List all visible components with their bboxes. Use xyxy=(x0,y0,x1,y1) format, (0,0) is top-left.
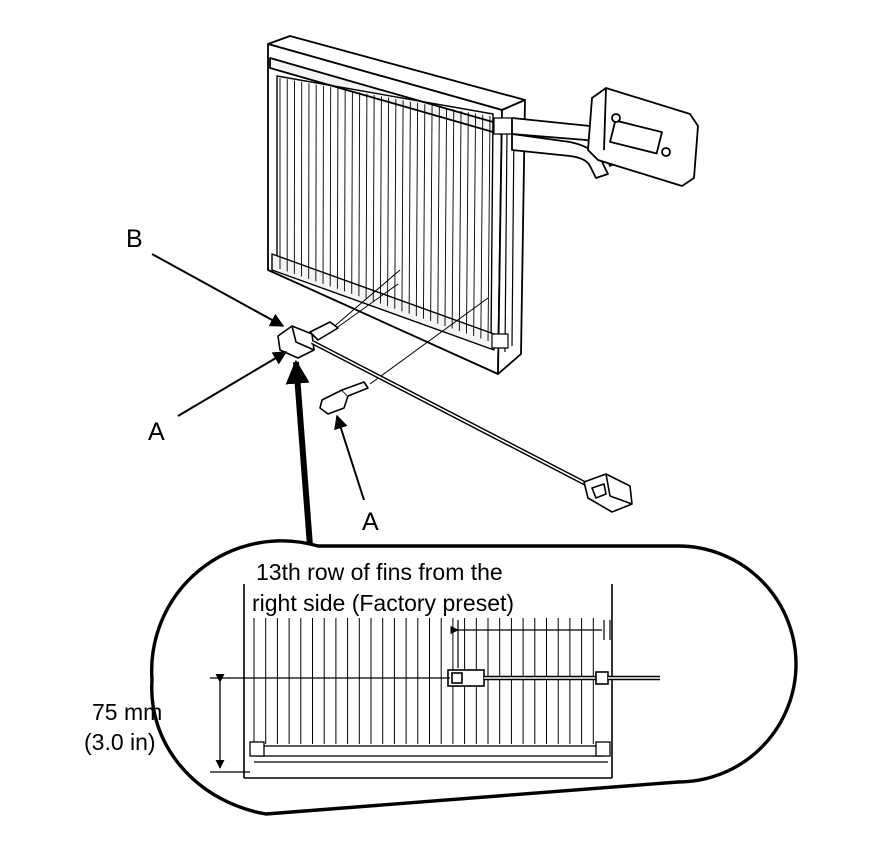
detail-view: 13th row of fins from the right side (Fa… xyxy=(152,541,796,814)
label-a-left: A xyxy=(148,418,165,446)
core-fin-line xyxy=(345,90,346,293)
detail-caption-line2: right side (Factory preset) xyxy=(252,590,514,616)
dimension-value: 75 mm xyxy=(92,699,162,725)
harness-connector xyxy=(584,474,632,512)
label-a-bottom: A xyxy=(362,508,379,536)
core-fin-line xyxy=(337,88,338,289)
thermistor-probe xyxy=(310,322,338,340)
refrigerant-pipes xyxy=(512,88,698,186)
thermistor-clip xyxy=(320,390,348,414)
label-b: B xyxy=(126,225,143,253)
evaporator-core xyxy=(268,36,525,374)
detail-caption-line1: 13th row of fins from the xyxy=(256,559,503,585)
dimension-value-imperial: (3.0 in) xyxy=(84,729,156,755)
